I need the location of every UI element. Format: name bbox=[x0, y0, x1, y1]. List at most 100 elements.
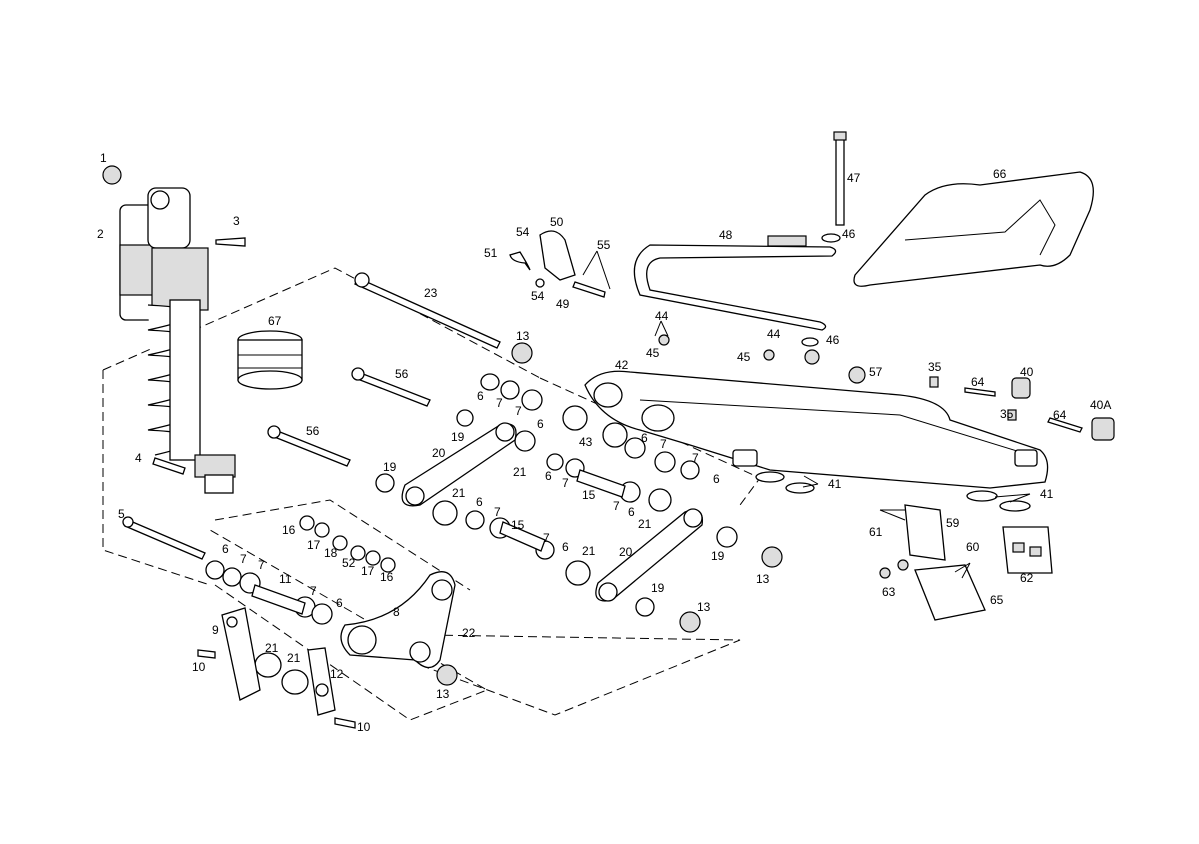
label-7: 7 bbox=[543, 531, 550, 545]
label-12: 12 bbox=[330, 667, 344, 681]
label-11: 11 bbox=[279, 572, 292, 586]
label-40A: 40A bbox=[1090, 398, 1111, 412]
label-17: 17 bbox=[307, 538, 321, 552]
label-21: 21 bbox=[287, 651, 301, 665]
label-19: 19 bbox=[383, 460, 397, 474]
label-41: 41 bbox=[1040, 487, 1054, 501]
label-59: 59 bbox=[946, 516, 960, 530]
label-1: 1 bbox=[100, 151, 107, 165]
label-21: 21 bbox=[513, 465, 527, 479]
label-16: 16 bbox=[282, 523, 296, 537]
chain-guide-plates[interactable] bbox=[879, 504, 1053, 621]
label-6: 6 bbox=[537, 417, 544, 431]
label-20: 20 bbox=[432, 446, 446, 460]
swingarm[interactable] bbox=[584, 370, 1049, 489]
label-19: 19 bbox=[651, 581, 665, 595]
label-57: 57 bbox=[869, 365, 883, 379]
label-6: 6 bbox=[477, 389, 484, 403]
label-56: 56 bbox=[395, 367, 409, 381]
bump-stop-rubbers[interactable] bbox=[237, 330, 303, 390]
label-45: 45 bbox=[646, 346, 660, 360]
bolt-47[interactable] bbox=[801, 131, 847, 365]
label-40: 40 bbox=[1020, 365, 1034, 379]
label-4: 4 bbox=[135, 451, 142, 465]
label-67: 67 bbox=[268, 314, 282, 328]
chain-guard[interactable] bbox=[853, 171, 1094, 287]
label-48: 48 bbox=[719, 228, 733, 242]
label-7: 7 bbox=[496, 396, 503, 410]
label-7: 7 bbox=[494, 505, 501, 519]
label-50: 50 bbox=[550, 215, 564, 229]
label-54: 54 bbox=[516, 225, 530, 239]
label-20: 20 bbox=[619, 545, 633, 559]
spacer-tubes[interactable] bbox=[251, 469, 626, 615]
label-2: 2 bbox=[97, 227, 104, 241]
label-7: 7 bbox=[660, 437, 667, 451]
chain-guide-bracket[interactable] bbox=[509, 230, 606, 298]
label-52: 52 bbox=[342, 556, 356, 570]
label-21: 21 bbox=[265, 641, 279, 655]
label-19: 19 bbox=[451, 430, 465, 444]
label-21: 21 bbox=[582, 544, 596, 558]
label-44: 44 bbox=[655, 309, 669, 323]
label-6: 6 bbox=[641, 431, 648, 445]
label-54: 54 bbox=[531, 289, 545, 303]
label-22: 22 bbox=[462, 626, 476, 640]
label-9: 9 bbox=[212, 623, 219, 637]
label-7: 7 bbox=[310, 584, 317, 598]
leader-lines bbox=[582, 250, 1031, 579]
label-47: 47 bbox=[847, 171, 861, 185]
label-6: 6 bbox=[476, 495, 483, 509]
mounting-brackets[interactable] bbox=[197, 607, 356, 729]
label-64: 64 bbox=[971, 375, 985, 389]
label-6: 6 bbox=[562, 540, 569, 554]
label-3: 3 bbox=[233, 214, 240, 228]
label-45: 45 bbox=[737, 350, 751, 364]
nuts[interactable] bbox=[102, 165, 866, 686]
label-13: 13 bbox=[756, 572, 770, 586]
label-56: 56 bbox=[306, 424, 320, 438]
label-7: 7 bbox=[240, 552, 247, 566]
label-7: 7 bbox=[613, 499, 620, 513]
label-8: 8 bbox=[393, 605, 400, 619]
label-21: 21 bbox=[452, 486, 466, 500]
label-19: 19 bbox=[711, 549, 725, 563]
label-46: 46 bbox=[826, 333, 840, 347]
label-13: 13 bbox=[436, 687, 450, 701]
bolts[interactable] bbox=[122, 237, 501, 560]
label-17: 17 bbox=[361, 564, 375, 578]
chain-slider[interactable] bbox=[633, 235, 837, 331]
bushings[interactable] bbox=[205, 373, 738, 695]
label-6: 6 bbox=[628, 505, 635, 519]
label-6: 6 bbox=[545, 469, 552, 483]
label-35: 35 bbox=[928, 360, 942, 374]
label-6: 6 bbox=[222, 542, 229, 556]
rocker-lever[interactable] bbox=[340, 571, 456, 669]
label-43: 43 bbox=[579, 435, 593, 449]
connecting-links[interactable] bbox=[401, 422, 704, 602]
label-13: 13 bbox=[697, 600, 711, 614]
label-7: 7 bbox=[692, 451, 699, 465]
label-18: 18 bbox=[324, 546, 338, 560]
label-15: 15 bbox=[582, 488, 596, 502]
label-61: 61 bbox=[869, 525, 883, 539]
label-23: 23 bbox=[424, 286, 438, 300]
shock-absorber[interactable] bbox=[119, 187, 236, 494]
label-64: 64 bbox=[1053, 408, 1067, 422]
label-49: 49 bbox=[556, 297, 570, 311]
label-7: 7 bbox=[515, 404, 522, 418]
label-7: 7 bbox=[562, 476, 569, 490]
label-63: 63 bbox=[882, 585, 896, 599]
label-65: 65 bbox=[990, 593, 1004, 607]
label-44: 44 bbox=[767, 327, 781, 341]
label-5: 5 bbox=[118, 507, 125, 521]
label-13: 13 bbox=[516, 329, 530, 343]
label-21: 21 bbox=[638, 517, 652, 531]
label-62: 62 bbox=[1020, 571, 1034, 585]
pads[interactable] bbox=[755, 471, 1031, 512]
label-55: 55 bbox=[597, 238, 611, 252]
small-hardware[interactable] bbox=[658, 334, 1115, 441]
label-41: 41 bbox=[828, 477, 842, 491]
label-51: 51 bbox=[484, 246, 498, 260]
